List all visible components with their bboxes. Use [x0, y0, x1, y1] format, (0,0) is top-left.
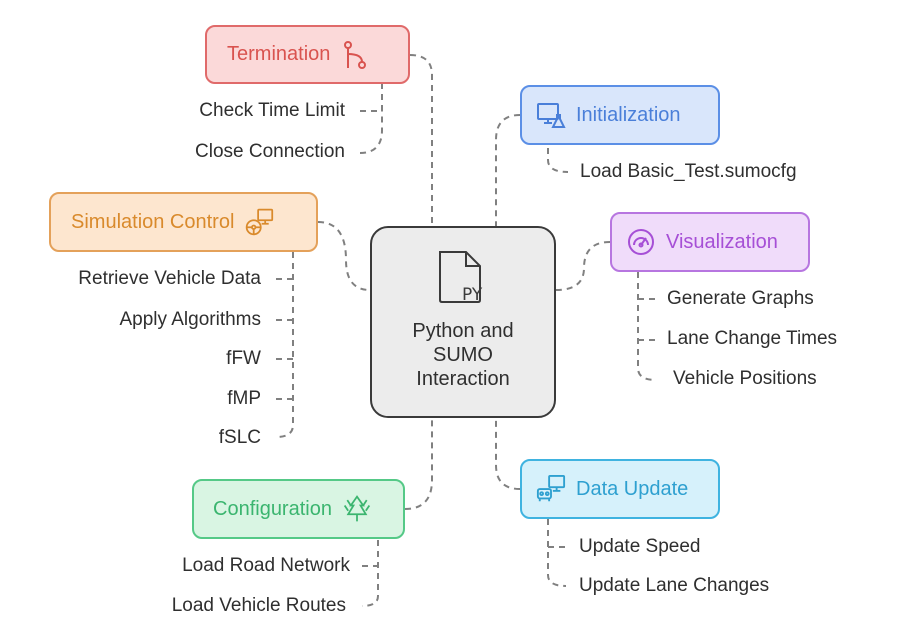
leaf-close-connection: Close Connection [195, 141, 345, 162]
leaf-vehicle-positions: Vehicle Positions [673, 368, 817, 389]
connector-close-connection [359, 111, 383, 154]
leaf-check-time-limit: Check Time Limit [199, 100, 345, 121]
center-title: Python and SUMO Interaction [412, 319, 513, 391]
leaf-lane-change-times: Lane Change Times [667, 328, 838, 349]
simulation-control-node: Simulation Control [49, 192, 318, 252]
python-file-icon: PY [436, 250, 490, 311]
configuration-node: Configuration [192, 479, 405, 539]
data-update-label: Data Update [576, 477, 689, 500]
gauge-icon [626, 227, 656, 257]
center-line-1: Python and [412, 320, 514, 342]
leaf-retrieve-vehicle-data: Retrieve Vehicle Data [78, 268, 261, 289]
connector-vis-leaves [637, 272, 657, 381]
connector-data-leaves [547, 519, 567, 587]
leaf-load-basic-test: Load Basic_Test.sumocfg [580, 161, 797, 182]
configuration-label: Configuration [213, 497, 332, 520]
termination-label: Termination [227, 43, 331, 65]
leaf-load-road-network: Load Road Network [182, 555, 350, 576]
data-update-node: Data Update [520, 459, 720, 519]
connector-configuration [404, 418, 433, 510]
visualization-label: Visualization [666, 230, 778, 253]
monitor-flask-icon [536, 100, 566, 130]
leaf-generate-graphs: Generate Graphs [667, 288, 814, 309]
leaf-ffw: fFW [226, 348, 261, 369]
connector-data-update [495, 418, 521, 490]
visualization-node: Visualization [610, 212, 810, 272]
simulation-control-label: Simulation Control [71, 210, 235, 233]
leaf-load-vehicle-routes: Load Vehicle Routes [171, 595, 346, 616]
leaf-update-speed: Update Speed [579, 536, 701, 557]
center-node: PY Python and SUMO Interaction [370, 226, 556, 418]
leaf-fmp: fMP [227, 388, 261, 409]
python-file-icon-text: PY [462, 285, 483, 305]
initialization-node: Initialization [520, 85, 720, 145]
steering-monitor-icon [244, 207, 274, 237]
initialization-label: Initialization [576, 103, 681, 126]
trees-icon [342, 494, 372, 524]
connector-termination [409, 54, 433, 226]
leaf-update-lane-changes: Update Lane Changes [579, 575, 770, 596]
leaf-fslc: fSLC [218, 427, 261, 448]
vehicle-monitor-icon [536, 474, 566, 504]
center-line-3: Interaction [416, 368, 510, 390]
leaf-apply-algorithms: Apply Algorithms [119, 309, 261, 330]
connector-simulation [317, 221, 371, 291]
git-branch-icon [340, 40, 370, 70]
connector-initialization [495, 114, 521, 226]
connector-load-basic [547, 148, 569, 173]
center-line-2: SUMO [432, 344, 493, 366]
termination-node: Termination [205, 25, 410, 84]
connector-visualization [555, 241, 611, 291]
connector-config-leaves [361, 540, 379, 607]
